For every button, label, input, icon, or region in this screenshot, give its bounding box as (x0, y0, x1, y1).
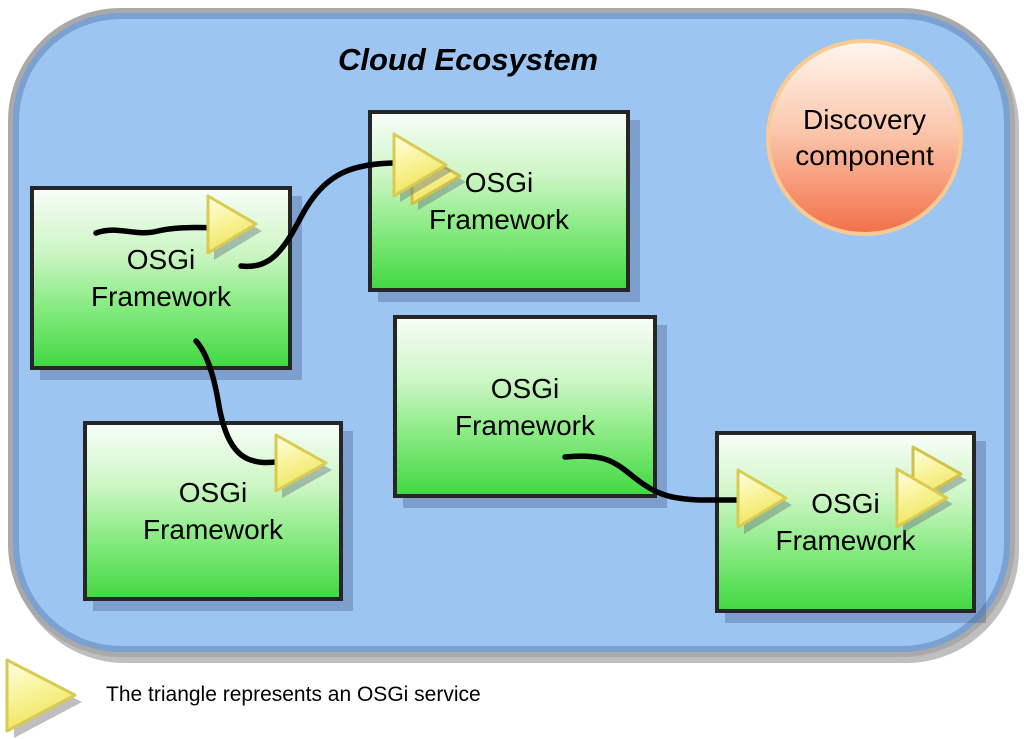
osgi-framework-label-line2: Framework (775, 525, 916, 556)
osgi-framework-label-line2: Framework (90, 281, 231, 312)
legend-service-triangle-icon (5, 658, 82, 738)
osgi-framework-box-bottom-left: OSGi Framework (83, 421, 343, 601)
cloud-ecosystem-title: Cloud Ecosystem (338, 42, 599, 77)
osgi-framework-label-line1: OSGi (490, 372, 560, 404)
osgi-framework-label-line2: Framework (454, 409, 595, 441)
legend: The triangle represents an OSGi service (4, 652, 481, 738)
osgi-framework-box-bottom-right: OSGi Framework (715, 431, 976, 613)
osgi-framework-box-top: OSGi Framework (368, 110, 630, 292)
osgi-framework-box-middle: OSGi Framework (393, 315, 657, 498)
osgi-framework-label-line1: OSGi (811, 488, 880, 519)
osgi-framework-label-line1: OSGi (464, 167, 534, 198)
osgi-framework-label-line2: Framework (428, 204, 569, 235)
discovery-label-line1: Discovery (803, 103, 926, 135)
legend-text: The triangle represents an OSGi service (106, 683, 481, 706)
osgi-framework-box-left: OSGi Framework (30, 186, 292, 370)
discovery-label-line2: component (795, 139, 934, 171)
osgi-framework-label-line1: OSGi (178, 477, 248, 508)
osgi-framework-label-line2: Framework (142, 514, 283, 545)
discovery-component: Discovery component (766, 39, 963, 236)
osgi-framework-label-line1: OSGi (126, 244, 196, 275)
